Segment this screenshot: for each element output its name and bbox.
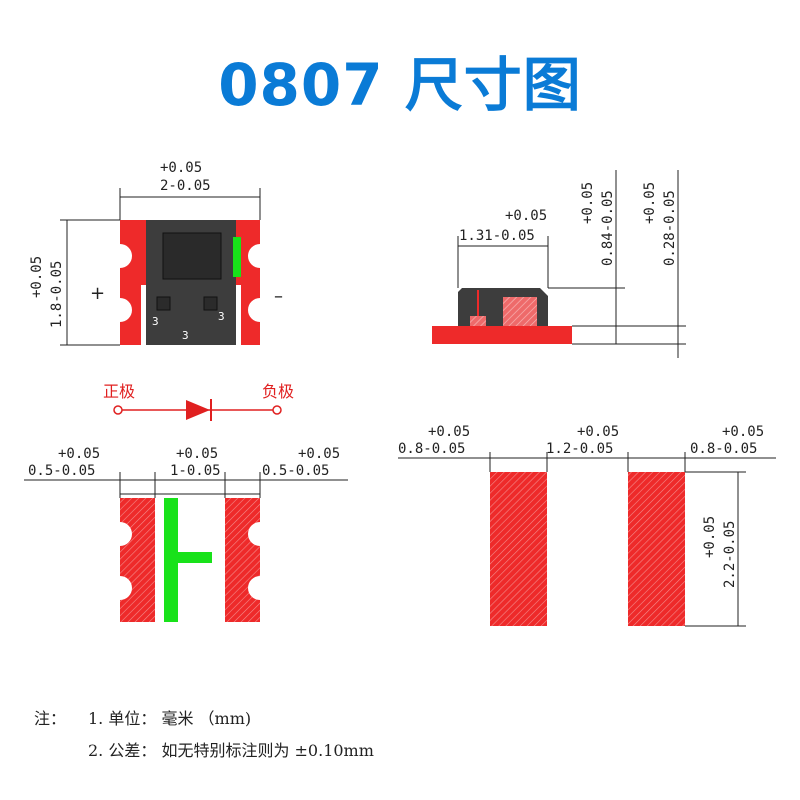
top-view-right-pad <box>236 220 260 345</box>
bottom-view-gap-label: 1-0.05 <box>170 463 221 479</box>
footprint-gap-label: 1.2-0.05 <box>546 441 613 457</box>
anode-terminal <box>113 405 123 415</box>
side-view-length-label: 1.31-0.05 <box>459 228 535 244</box>
footprint-pad1-tol: +0.05 <box>428 424 470 440</box>
side-view-h2-tol: +0.05 <box>642 182 658 224</box>
bottom-view-left-pad <box>120 498 155 622</box>
footprint-view: +0.05 0.8-0.05 +0.05 1.2-0.05 +0.05 0.8-… <box>398 424 776 627</box>
notes-line-1: 1. 单位： 毫米 （mm) <box>88 709 252 728</box>
footprint-pad2-label: 0.8-0.05 <box>690 441 757 457</box>
side-view-substrate <box>432 326 572 344</box>
plus-sign: + <box>90 283 105 304</box>
top-view-tab-label-3: 3 <box>218 310 225 323</box>
diode-triangle-icon <box>186 400 210 420</box>
side-view-h1-label: 0.84-0.05 <box>600 190 616 266</box>
footprint-pad2-tol: +0.05 <box>722 424 764 440</box>
polarity-marker <box>233 237 241 277</box>
top-view-die <box>162 232 222 280</box>
side-view-die-small <box>470 316 486 326</box>
page-title: 0807 尺寸图 <box>218 51 582 119</box>
polarity-symbol: 正极 负极 <box>103 382 294 421</box>
footprint-height-tol: +0.05 <box>702 516 718 558</box>
bottom-view: +0.05 0.5-0.05 +0.05 1-0.05 +0.05 0.5-0.… <box>24 446 348 622</box>
top-view: 3 3 3 +0.05 2-0.05 +0.05 1.8-0.05 + – <box>29 160 283 346</box>
top-view-tab-2 <box>203 296 218 311</box>
side-view-h1-tol: +0.05 <box>580 182 596 224</box>
notes-prefix: 注： <box>34 709 67 728</box>
cathode-terminal <box>272 405 282 415</box>
side-view-length-tol: +0.05 <box>505 208 547 224</box>
side-view-h2-label: 0.28-0.05 <box>662 190 678 266</box>
top-view-tab-1 <box>156 296 171 311</box>
bottom-view-right-pad <box>225 498 260 622</box>
bottom-view-gap-tol: +0.05 <box>176 446 218 462</box>
top-view-height-label: 1.8-0.05 <box>49 261 65 328</box>
footprint-left-pad <box>490 472 547 626</box>
side-view-die-large <box>503 297 537 326</box>
top-view-width-tol: +0.05 <box>160 160 202 176</box>
minus-sign: – <box>274 286 283 307</box>
top-view-tab-label-1: 3 <box>152 315 159 328</box>
bottom-view-pad1-label: 0.5-0.05 <box>28 463 95 479</box>
top-view-white-strip-right <box>236 285 241 345</box>
side-view: +0.05 1.31-0.05 +0.05 0.84-0.05 +0.05 0.… <box>432 170 686 358</box>
cathode-label: 负极 <box>262 382 294 401</box>
footprint-right-pad <box>628 472 685 626</box>
top-view-left-pad <box>120 220 146 345</box>
notes-line-2: 2. 公差： 如无特别标注则为 ±0.10mm <box>88 741 374 760</box>
bottom-view-pad1-tol: +0.05 <box>58 446 100 462</box>
bottom-view-marker-horizontal <box>164 552 212 563</box>
footprint-gap-tol: +0.05 <box>577 424 619 440</box>
footprint-height-label: 2.2-0.05 <box>722 521 738 588</box>
anode-label: 正极 <box>103 382 135 401</box>
footprint-pad1-label: 0.8-0.05 <box>398 441 465 457</box>
bottom-view-pad2-tol: +0.05 <box>298 446 340 462</box>
top-view-tab-label-2: 3 <box>182 329 189 342</box>
bottom-view-pad2-label: 0.5-0.05 <box>262 463 329 479</box>
top-view-width-label: 2-0.05 <box>160 178 211 194</box>
top-view-white-strip-left <box>141 285 146 345</box>
top-view-height-tol: +0.05 <box>29 256 45 298</box>
